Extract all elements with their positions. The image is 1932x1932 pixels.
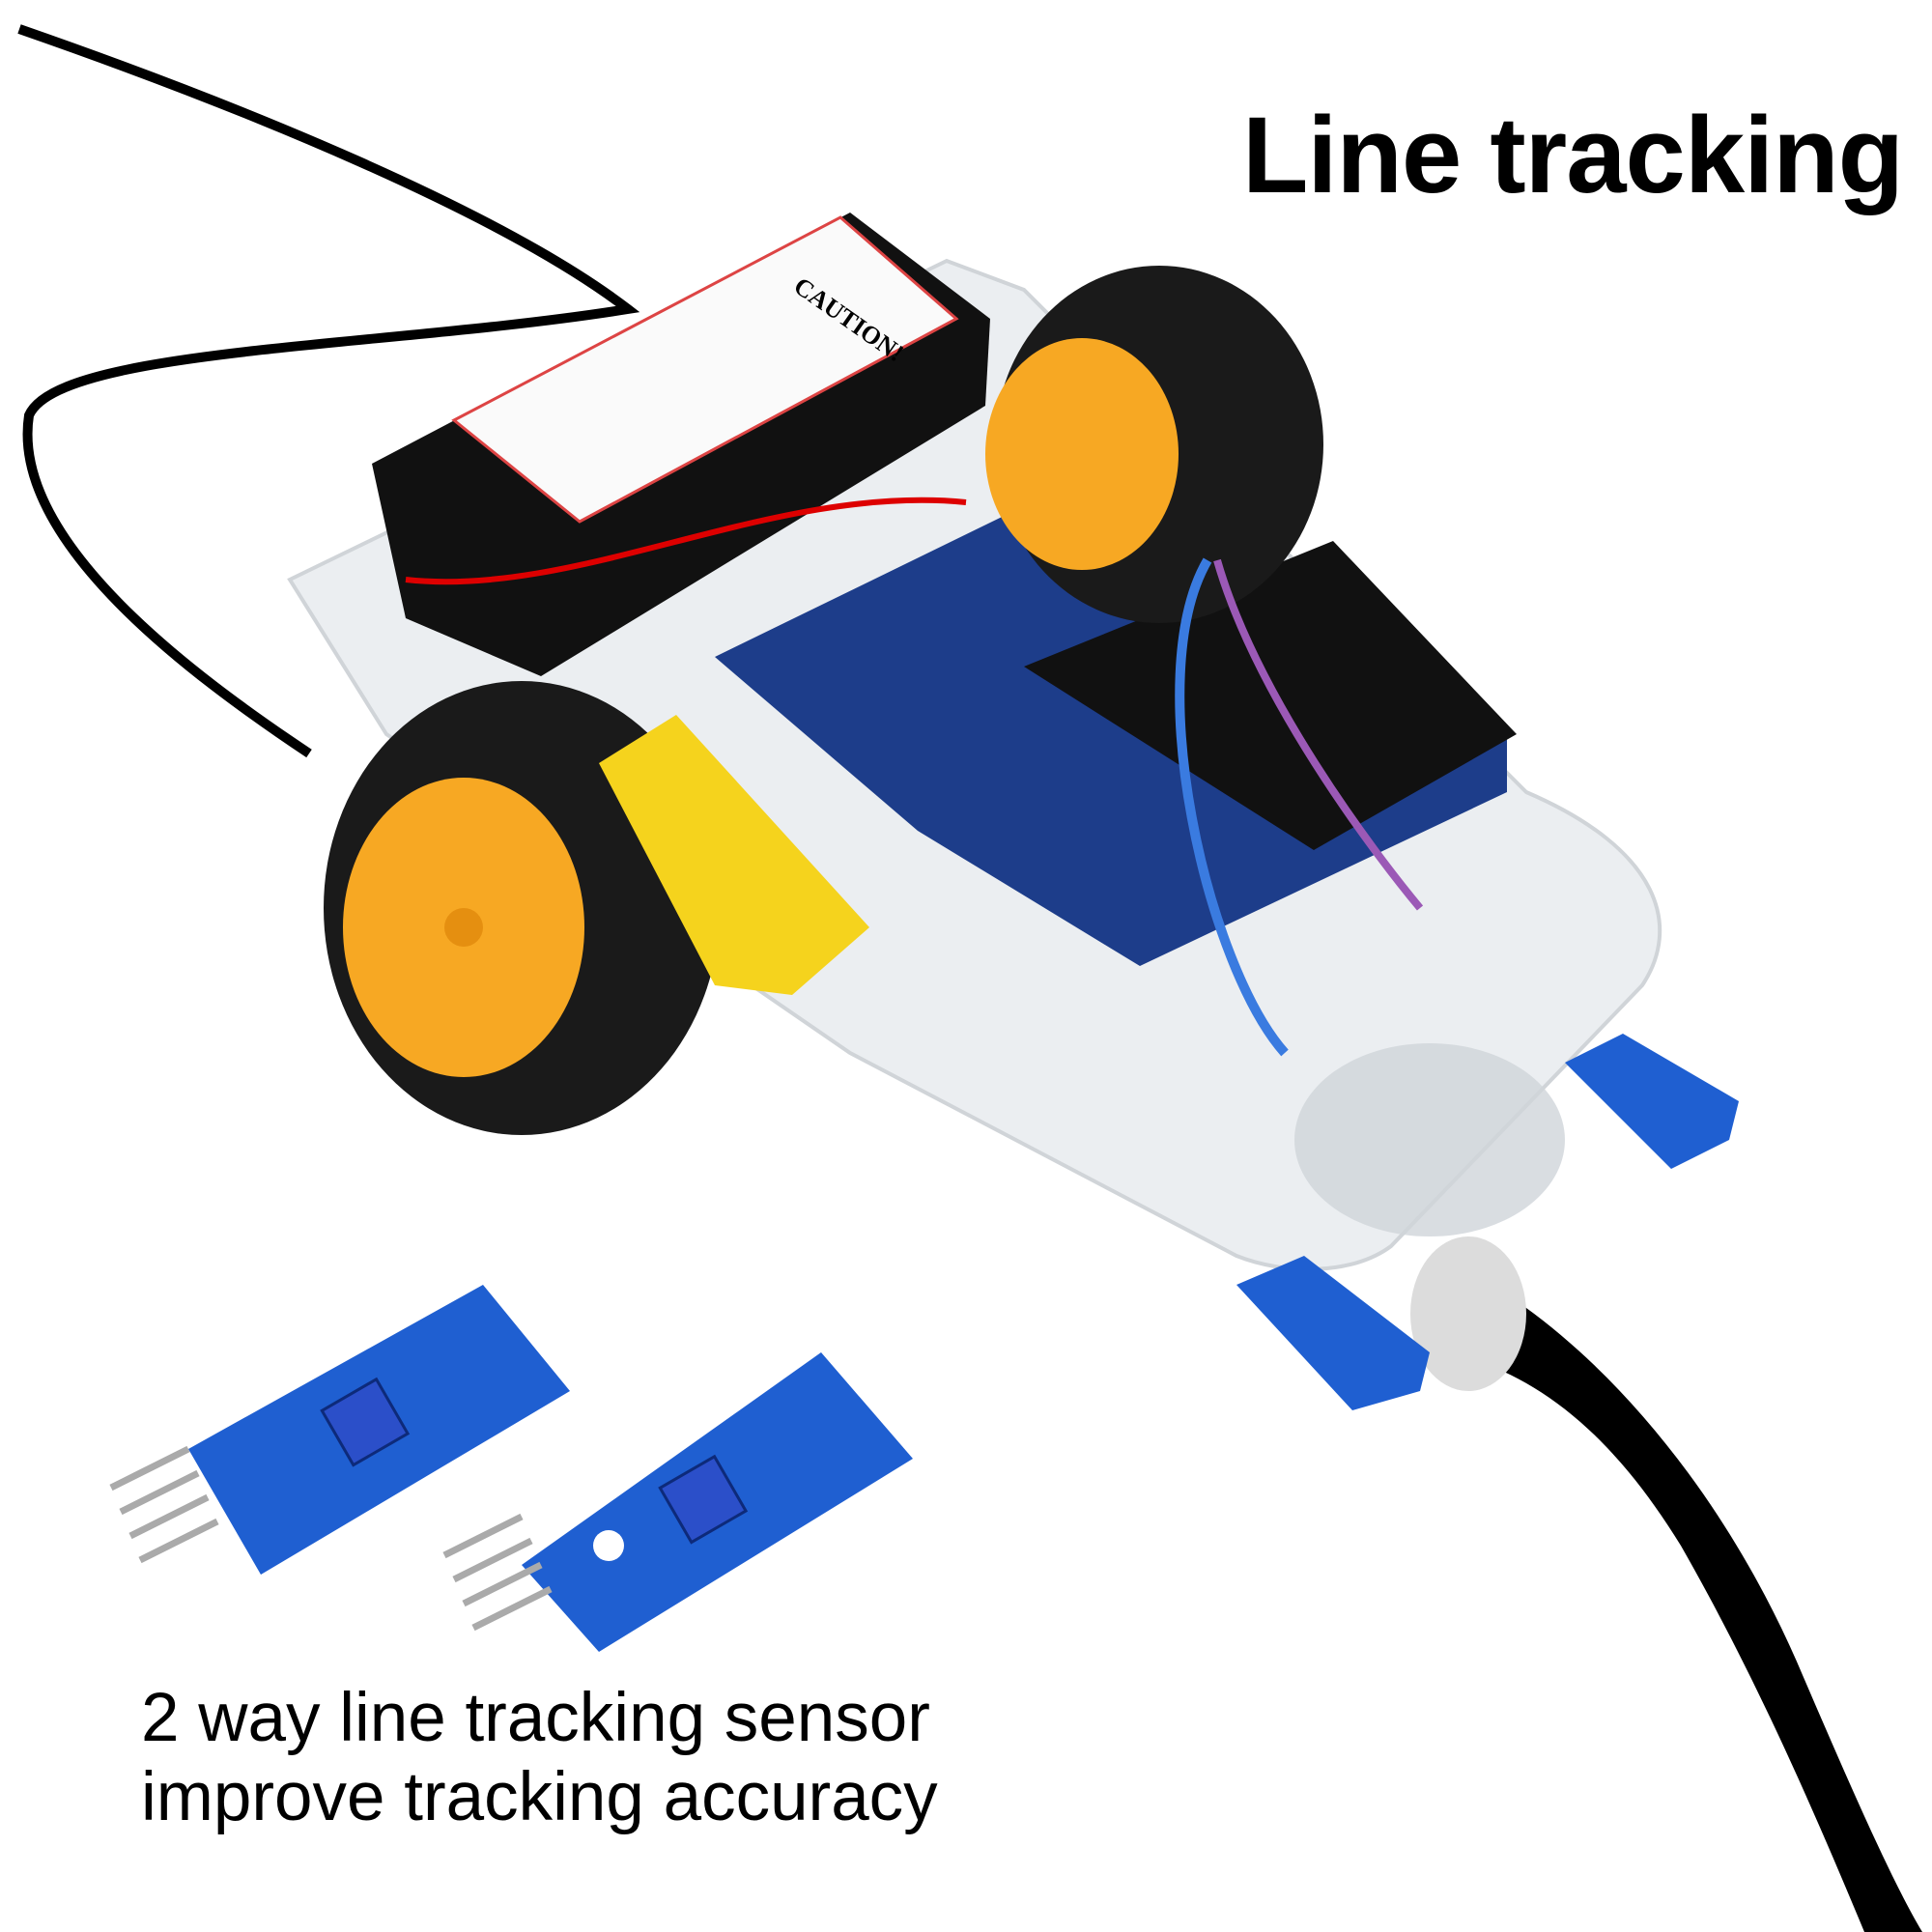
jumper-wires-2 xyxy=(1213,558,1424,911)
sensor-module-1 xyxy=(109,1285,570,1575)
yellow-gear-motor xyxy=(599,715,869,995)
battery-caution-label xyxy=(451,215,959,524)
caption-line-2: improve tracking accuracy xyxy=(141,1759,938,1835)
power-wire-red xyxy=(405,497,967,585)
jumper-wires xyxy=(1175,557,1289,1057)
caster-wheel xyxy=(1410,1236,1526,1391)
page-title: Line tracking xyxy=(1242,95,1904,215)
mounted-sensor-left xyxy=(1236,1256,1430,1410)
rear-wheel xyxy=(985,266,1323,623)
caption-line-1: 2 way line tracking sensor xyxy=(141,1680,930,1756)
caption: 2 way line tracking sensor improve track… xyxy=(141,1679,938,1837)
black-track-line-bottom xyxy=(1449,1294,1922,1932)
black-track-line-top xyxy=(17,24,640,758)
caster-mount xyxy=(1294,1043,1565,1236)
sensor-module-2 xyxy=(442,1352,913,1652)
mounted-sensor-right xyxy=(1565,1034,1739,1169)
